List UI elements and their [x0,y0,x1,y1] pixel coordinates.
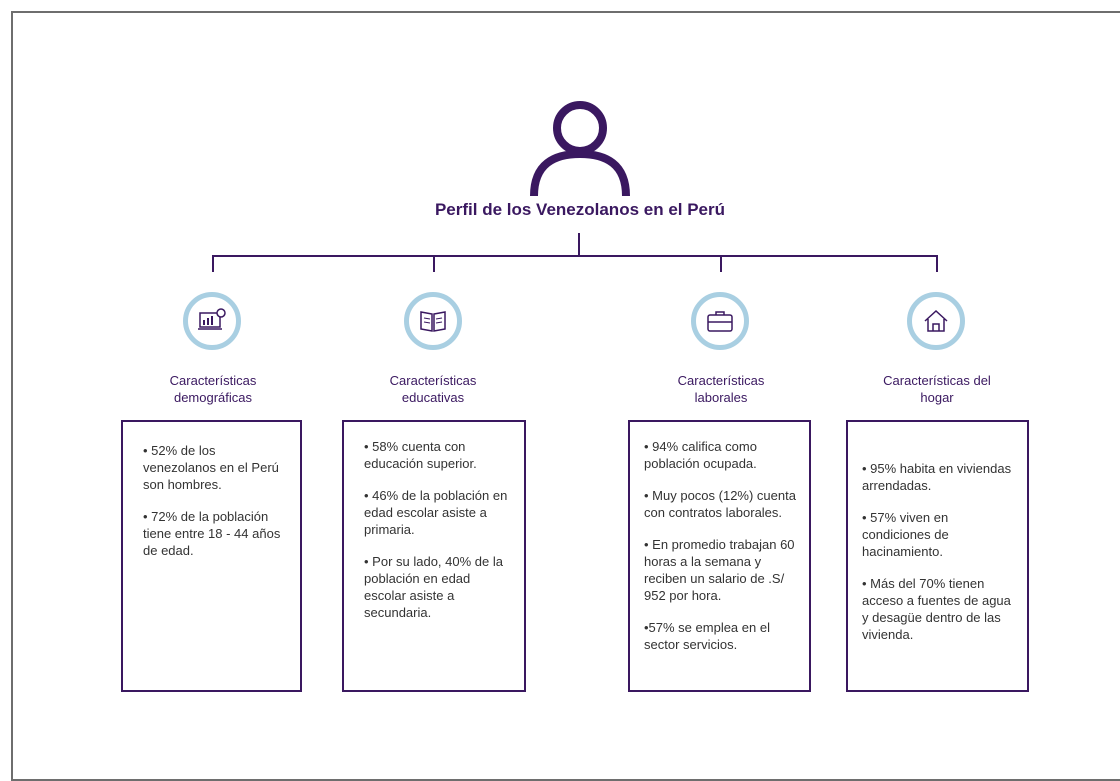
info-item: • 72% de la población tiene entre 18 - 4… [143,509,281,558]
info-item: • En promedio trabajan 60 horas a la sem… [644,537,795,603]
info-box-demograficas: • 52% de los venezolanos en el Perú son … [121,420,302,692]
connector-branch-2 [433,255,435,272]
connector-horizontal [212,255,938,257]
book-icon [404,292,462,350]
info-item: • 57% viven en condiciones de hacinamien… [862,510,949,559]
info-item: • 94% califica como población ocupada. [644,439,757,471]
category-label-hogar: Características del hogar [883,373,991,405]
info-item: • 58% cuenta con educación superior. [364,439,477,471]
info-box-educativas: • 58% cuenta con educación superior. • 4… [342,420,526,692]
category-label-laborales: Características laborales [677,373,765,405]
computer-chart-icon [183,292,241,350]
category-label-educativas: Características educativas [389,373,477,405]
connector-branch-3 [720,255,722,272]
person-icon [530,101,630,197]
diagram-title: Perfil de los Venezolanos en el Perú [434,200,726,219]
info-item: • Más del 70% tienen acceso a fuentes de… [862,576,1011,642]
info-item: • 52% de los venezolanos en el Perú son … [143,443,279,492]
connector-branch-1 [212,255,214,272]
info-item: • Por su lado, 40% de la población en ed… [364,554,503,620]
info-box-laborales: • 94% califica como población ocupada. •… [628,420,811,692]
info-box-hogar: • 95% habita en viviendas arrendadas. • … [846,420,1029,692]
info-item: • 46% de la población en edad escolar as… [364,488,508,537]
info-item: •57% se emplea en el sector servicios. [644,620,770,652]
house-icon [907,292,965,350]
info-item: • Muy pocos (12%) cuenta con contratos l… [644,488,796,520]
category-label-demograficas: Características demográficas [169,373,257,405]
connector-trunk [578,233,580,256]
briefcase-icon [691,292,749,350]
info-item: • 95% habita en viviendas arrendadas. [862,461,1012,493]
connector-branch-4 [936,255,938,272]
